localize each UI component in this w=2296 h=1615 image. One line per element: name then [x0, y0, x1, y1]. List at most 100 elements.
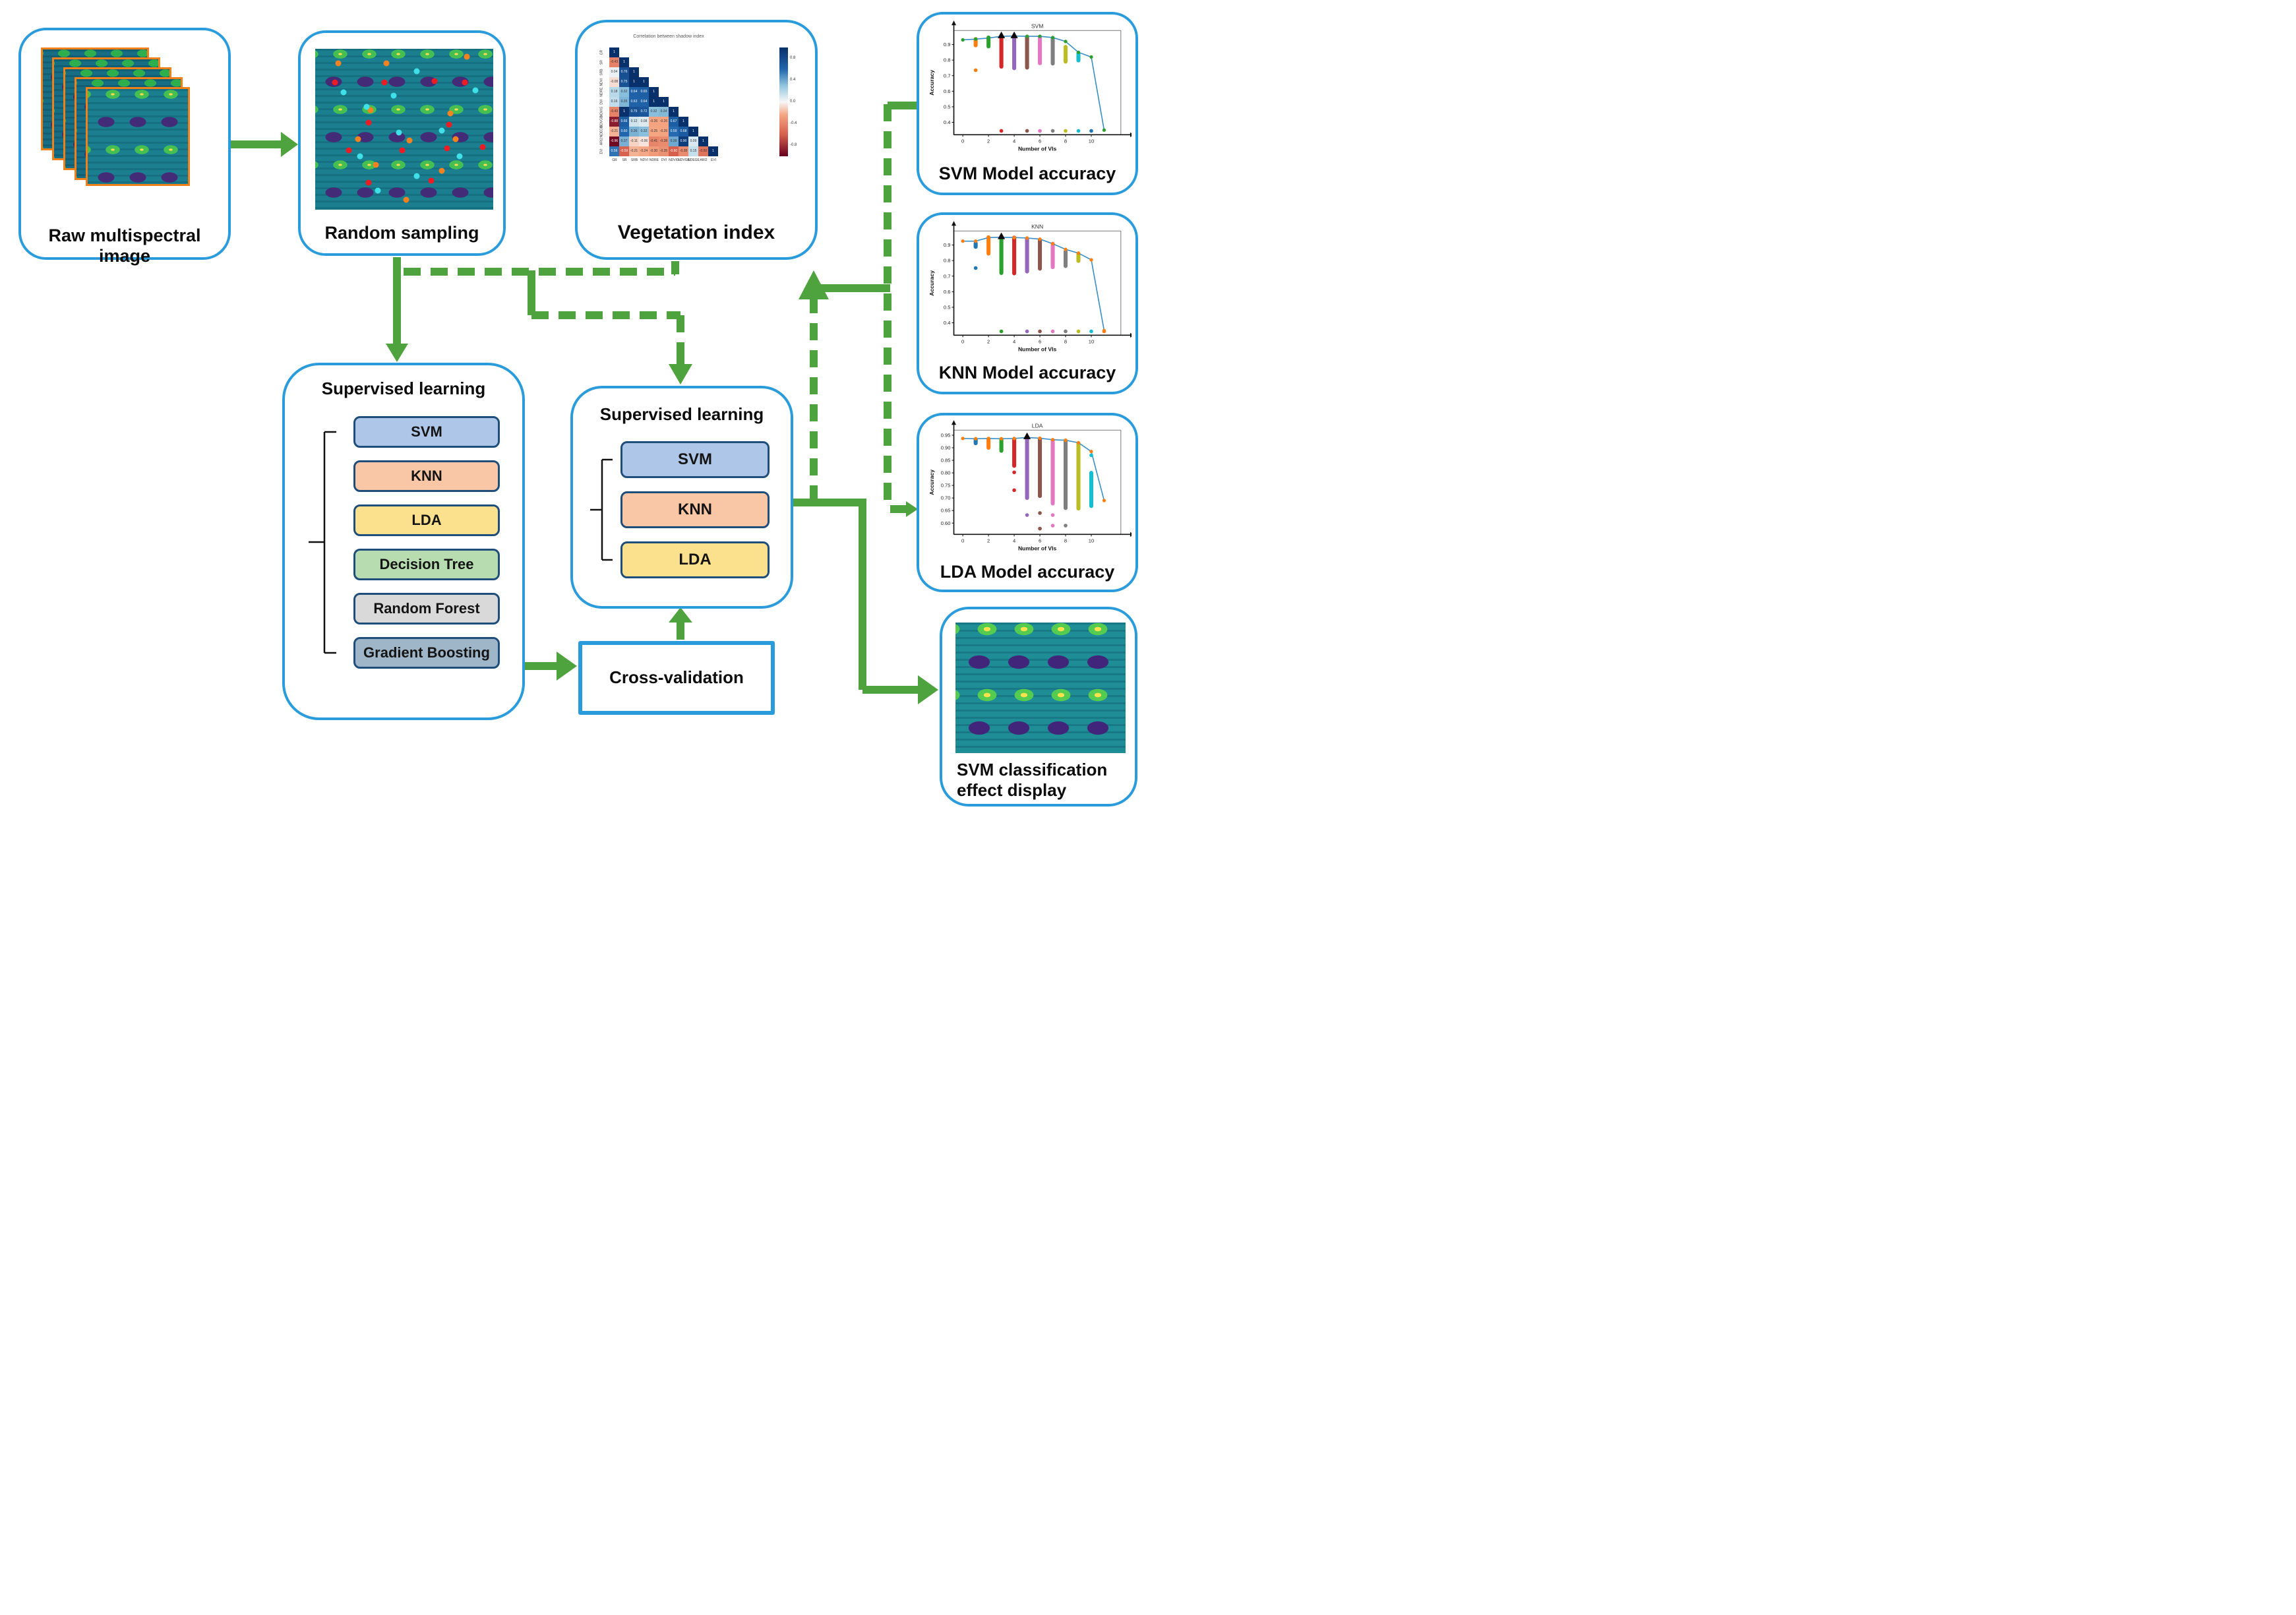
sample-point-r: [346, 147, 352, 154]
vegetation-box-label: Vegetation index: [617, 222, 775, 243]
svg-text:0.9: 0.9: [944, 242, 951, 248]
model-item-lda: LDA: [620, 541, 770, 578]
sample-point-r: [431, 78, 438, 84]
svg-text:0: 0: [961, 538, 964, 544]
sample-point-c: [357, 153, 363, 160]
svg-text:0.90: 0.90: [941, 445, 951, 451]
arrowhead-sampling-to-supervised: [386, 344, 408, 362]
sample-point-o: [355, 136, 361, 142]
display-label-line2: effect display: [957, 780, 1067, 801]
supervised-mid-title: Supervised learning: [599, 404, 764, 424]
svg-text:6: 6: [1039, 339, 1041, 345]
model-item-knn: KNN: [620, 491, 770, 528]
model-item-lda: LDA: [353, 504, 500, 536]
svg-text:0.7: 0.7: [944, 73, 951, 78]
svg-text:0.75: 0.75: [941, 483, 951, 489]
arrowhead-to-crossval: [557, 652, 577, 681]
svg-text:Number of VIs: Number of VIs: [1018, 146, 1057, 152]
svg-text:2: 2: [987, 538, 990, 544]
sample-point-o: [335, 60, 342, 67]
spectral-band-image-5: [86, 87, 190, 186]
raw-multispectral-box: Raw multispectral image: [18, 28, 231, 266]
svg-text:0.60: 0.60: [941, 520, 951, 526]
arrowhead-crossval-up: [669, 607, 692, 623]
sample-point-o: [373, 162, 379, 168]
classification-display-box: SVM classification effect display: [940, 607, 1137, 807]
model-item-gradient-boosting: Gradient Boosting: [353, 637, 500, 669]
sample-point-o: [438, 168, 445, 174]
svg-text:8: 8: [1064, 138, 1067, 144]
sample-point-o: [406, 137, 413, 144]
model-item-label: Gradient Boosting: [363, 644, 490, 661]
supervised-left-title: Supervised learning: [321, 379, 486, 398]
svg-text:0.65: 0.65: [941, 508, 951, 514]
arrowhead-to-supervised-mid: [669, 364, 692, 384]
svg-text:0.80: 0.80: [941, 470, 951, 476]
arrowhead-to-display: [918, 675, 938, 704]
sample-point-r: [462, 79, 468, 86]
svg-text:Accuracy: Accuracy: [928, 470, 935, 495]
random-sampling-image: [315, 49, 493, 210]
supervised-learning-mid-box: Supervised learning SVM KNN LDA: [570, 386, 793, 609]
sample-point-r: [479, 144, 486, 150]
sample-point-c: [413, 173, 420, 179]
model-item-label: SVM: [411, 423, 442, 440]
svg-text:4: 4: [1013, 138, 1015, 144]
svg-text:0.5: 0.5: [944, 104, 951, 109]
sample-point-c: [390, 92, 397, 99]
sample-point-r: [332, 79, 338, 86]
model-item-label: Random Forest: [373, 600, 480, 617]
svg-text:SVM: SVM: [1031, 22, 1044, 29]
svg-text:6: 6: [1039, 138, 1041, 144]
supervised-learning-left-box: Supervised learning SVM KNN LDA Decision…: [282, 363, 525, 720]
display-box-label: SVM classification effect display: [957, 760, 1107, 801]
svg-text:0.9: 0.9: [944, 42, 951, 47]
svm-chart-label: SVM Model accuracy: [938, 164, 1116, 183]
svg-text:0.6: 0.6: [944, 88, 951, 94]
cross-validation-label: Cross-validation: [609, 667, 744, 687]
model-item-label: KNN: [678, 501, 712, 518]
svg-text:0.70: 0.70: [941, 495, 951, 501]
svg-text:KNN: KNN: [1031, 223, 1043, 229]
sample-point-c: [438, 127, 445, 134]
svg-text:6: 6: [1039, 538, 1041, 544]
svg-text:4: 4: [1013, 339, 1015, 345]
arrowhead-raw-to-sampling: [281, 132, 298, 157]
model-item-label: LDA: [679, 551, 711, 568]
sample-point-r: [365, 179, 372, 186]
svg-text:0: 0: [961, 339, 964, 345]
svg-text:8: 8: [1064, 339, 1067, 345]
model-item-decision-tree: Decision Tree: [353, 549, 500, 580]
sample-point-o: [447, 110, 454, 117]
sample-point-c: [340, 89, 347, 96]
sample-point-o: [452, 136, 459, 142]
random-sampling-box: Random sampling: [298, 30, 506, 256]
sample-point-c: [472, 87, 479, 94]
raw-box-label: Raw multispectral image: [48, 226, 201, 266]
model-item-label: KNN: [411, 468, 442, 484]
svg-text:Number of VIs: Number of VIs: [1018, 346, 1057, 353]
model-item-knn: KNN: [353, 460, 500, 492]
svg-text:0.95: 0.95: [941, 432, 951, 438]
sample-point-c: [396, 129, 402, 136]
svg-text:LDA: LDA: [1032, 422, 1043, 429]
model-item-label: Decision Tree: [379, 556, 474, 572]
svg-text:Accuracy: Accuracy: [928, 270, 935, 296]
model-item-label: SVM: [677, 450, 712, 468]
display-label-line1: SVM classification: [957, 760, 1108, 779]
svg-text:0.4: 0.4: [944, 320, 951, 326]
model-item-svm: SVM: [353, 416, 500, 448]
lda-chart-label: LDA Model accuracy: [940, 562, 1115, 582]
sample-point-o: [367, 107, 374, 113]
svg-text:10: 10: [1089, 339, 1094, 345]
sample-point-r: [381, 79, 388, 86]
svg-text:0.85: 0.85: [941, 458, 951, 464]
workflow-diagram: Raw multispectral image Random sampling …: [0, 0, 1148, 808]
sample-point-o: [464, 53, 469, 60]
sample-point-r: [444, 145, 450, 152]
